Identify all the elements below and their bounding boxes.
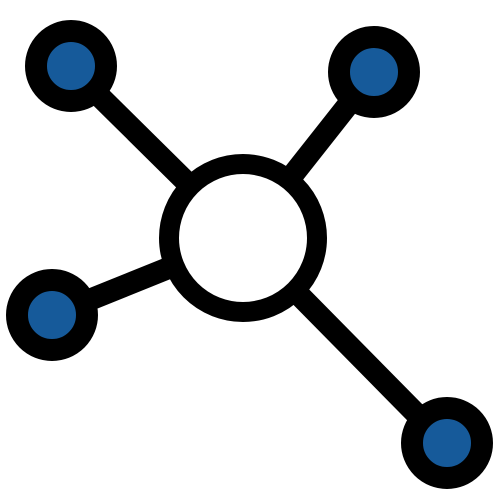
satellite-node-left xyxy=(6,269,98,361)
satellite-node-top-right xyxy=(328,26,420,118)
satellite-node-bottom-right xyxy=(401,397,493,489)
satellite-node-top-left xyxy=(25,20,117,112)
hub-node xyxy=(159,154,327,322)
